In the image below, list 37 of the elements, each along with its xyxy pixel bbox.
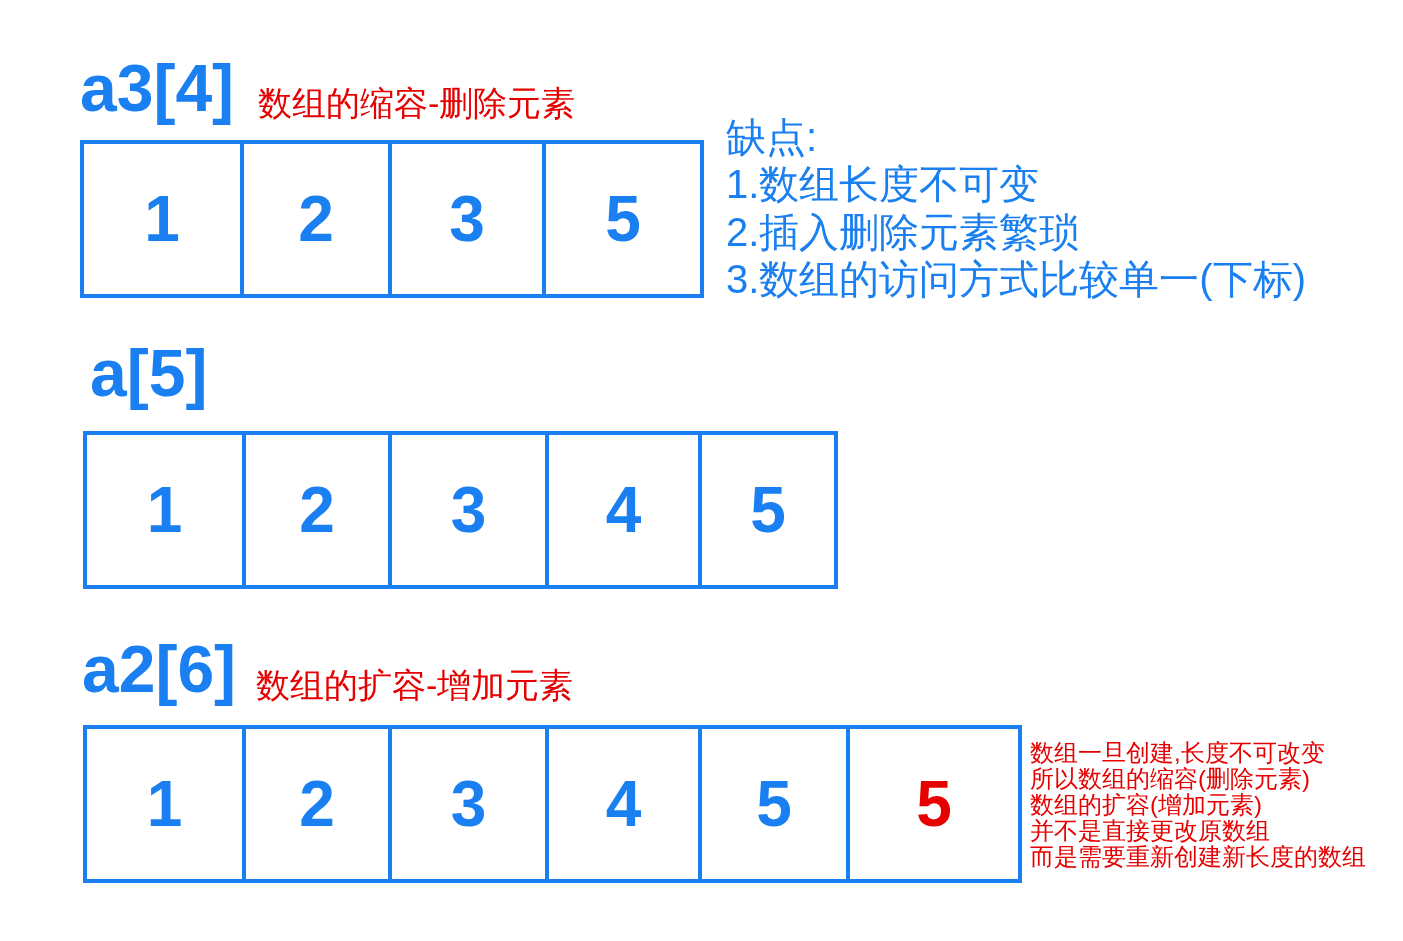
- array-cell: [702, 431, 838, 589]
- cell-value: 5: [756, 767, 792, 841]
- array-cell: [83, 431, 246, 589]
- array-cell: [392, 725, 549, 883]
- cell-value: 4: [605, 767, 642, 841]
- array-cell: [850, 725, 1022, 883]
- cell-value: 2: [299, 473, 335, 547]
- note-line: 1.数组长度不可变: [726, 162, 1040, 206]
- array-cell: [702, 725, 850, 883]
- cell-value: 1: [144, 182, 180, 256]
- array-name: a3[4]: [80, 52, 235, 125]
- cell-value: 3: [450, 767, 487, 841]
- array-cell: [246, 431, 392, 589]
- cell-value: 5: [916, 767, 952, 841]
- array-caption: 数组的缩容-删除元素: [258, 85, 576, 123]
- cell-value: 3: [450, 473, 487, 547]
- note-heading: 缺点:: [726, 115, 818, 159]
- array-cell: [246, 725, 392, 883]
- array-name: a[5]: [90, 337, 208, 410]
- cell-value: 4: [605, 473, 642, 547]
- cell-value: 1: [146, 767, 183, 841]
- array-caption: 数组的扩容-增加元素: [256, 667, 574, 705]
- cell-value: 5: [605, 182, 641, 256]
- array-cell: [549, 725, 702, 883]
- array-cell: [244, 140, 392, 298]
- array-cell: [80, 140, 244, 298]
- cell-value: 5: [750, 473, 786, 547]
- array-name: a2[6]: [82, 633, 237, 706]
- array-cell: [546, 140, 704, 298]
- array-cell: [392, 431, 549, 589]
- cell-value: 1: [146, 473, 183, 547]
- cell-value: 2: [298, 182, 334, 256]
- array-cell: [392, 140, 546, 298]
- cell-value: 2: [299, 767, 335, 841]
- array-cell: [549, 431, 702, 589]
- cell-value: 3: [449, 182, 485, 256]
- array-cell: [83, 725, 246, 883]
